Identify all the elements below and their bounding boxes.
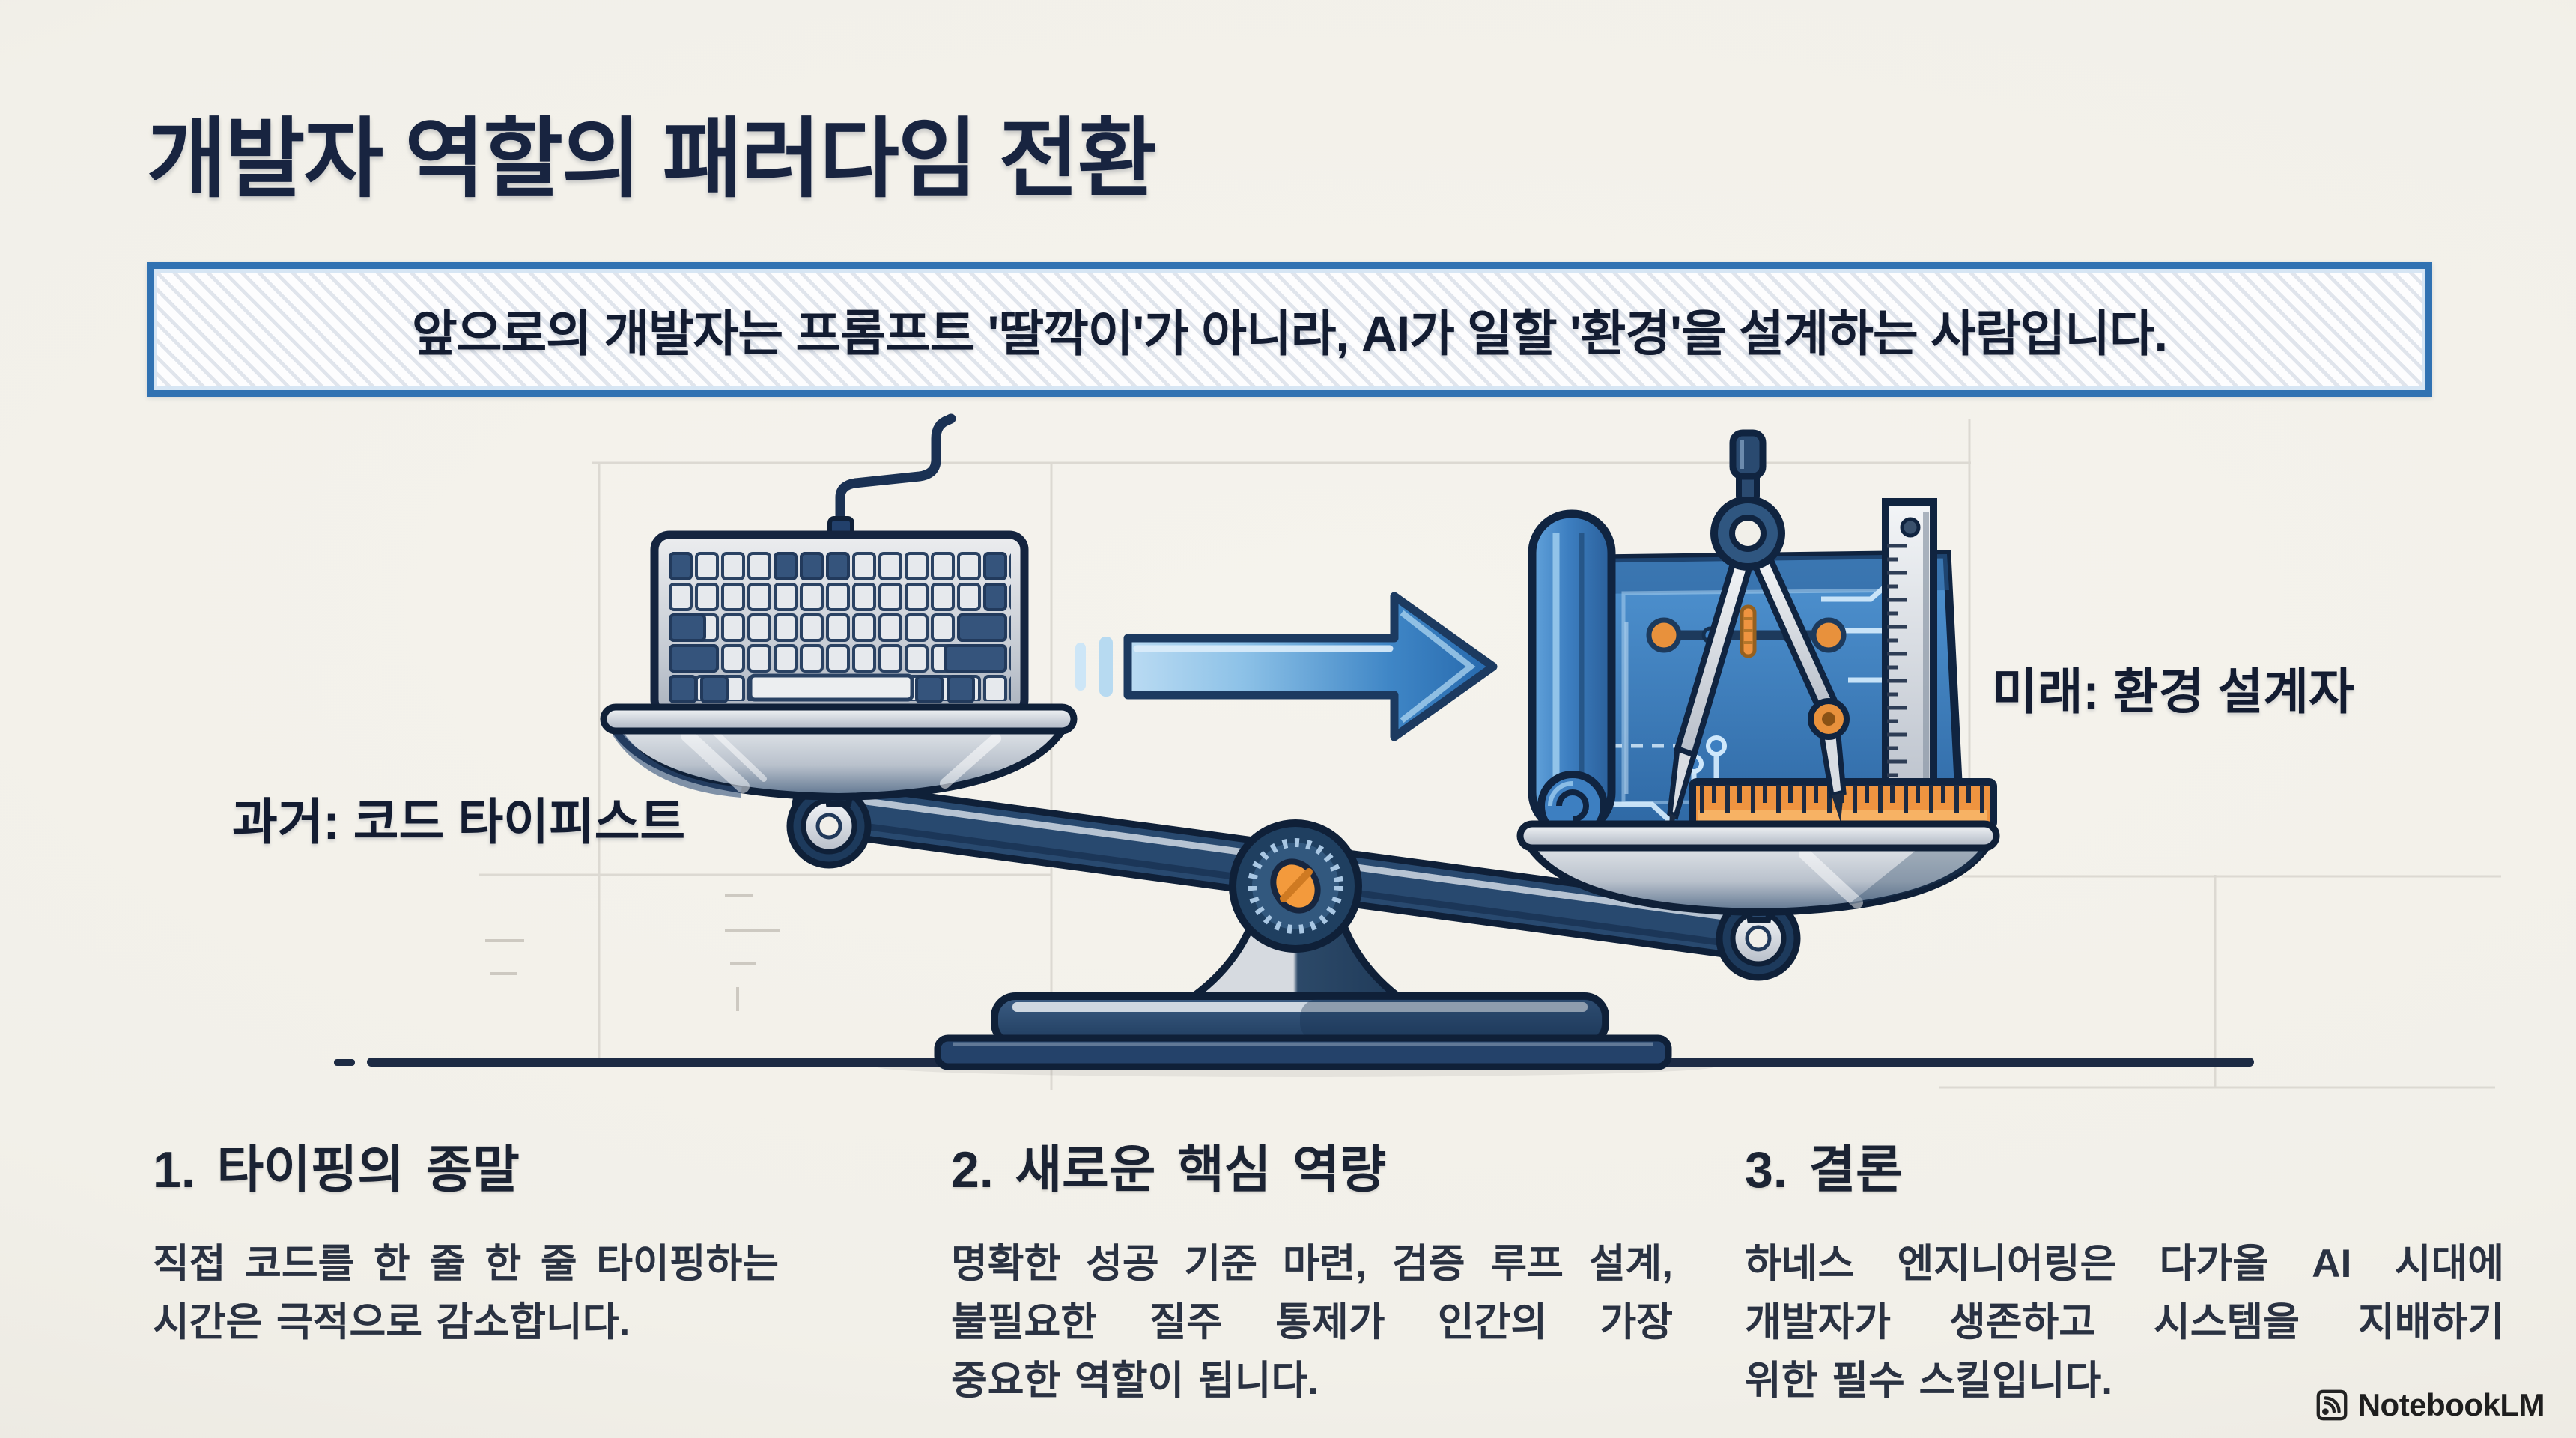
section-conclusion: 3. 결론 하네스 엔지니어링은 다가올 AI 시대에 개발자가 생존하고 시스…: [1745, 1128, 2504, 1410]
section-body-line: 불필요한 질주 통제가 인간의 가장: [951, 1299, 1673, 1344]
section-body-line: 시간은 극적으로 감소합니다.: [153, 1299, 631, 1344]
past-label: 과거: 코드 타이피스트: [232, 794, 686, 849]
spacebar-key: [748, 673, 914, 702]
section-1-heading: 1. 타이핑의 종말: [153, 1141, 520, 1198]
section-body-line: 명확한 성공 기준 마련, 검증 루프 설계,: [951, 1242, 1673, 1286]
section-typing-end: 1. 타이핑의 종말 직접 코드를 한 줄 한 줄 타이핑하는 시간은 극적으로…: [153, 1128, 779, 1352]
section-3-body: 하네스 엔지니어링은 다가올 AI 시대에 개발자가 생존하고 시스템을 지배하…: [1745, 1235, 2504, 1410]
section-body-line: 중요한 역할이 됩니다.: [951, 1358, 1319, 1403]
page-title: 개발자 역할의 패러다임 전환: [147, 110, 1157, 207]
compass-icon: [1667, 429, 1850, 840]
right-pan-rim: [1516, 820, 2000, 852]
section-new-competency: 2. 새로운 핵심 역량 명확한 성공 기준 마련, 검증 루프 설계, 불필요…: [951, 1128, 1673, 1410]
keyboard-cable: [835, 413, 956, 539]
scale-pivot: [1229, 819, 1362, 953]
section-2-body: 명확한 성공 기준 마련, 검증 루프 설계, 불필요한 질주 통제가 인간의 …: [951, 1235, 1673, 1410]
section-body-line: 직접 코드를 한 줄 한 줄 타이핑하는: [153, 1242, 779, 1286]
section-1-body: 직접 코드를 한 줄 한 줄 타이핑하는 시간은 극적으로 감소합니다.: [153, 1235, 779, 1352]
grid-lines: [479, 419, 2501, 1090]
keyboard-icon: [650, 413, 1029, 719]
notebooklm-watermark: NotebookLM: [2315, 1387, 2545, 1423]
key-message-banner: 앞으로의 개발자는 프롬프트 '딸깍이'가 아니라, AI가 일할 '환경'을 …: [147, 262, 2432, 397]
notebooklm-label: NotebookLM: [2357, 1387, 2545, 1422]
section-2-heading: 2. 새로운 핵심 역량: [951, 1141, 1387, 1198]
notebooklm-logo-icon: [2316, 1389, 2348, 1421]
section-body-line: 개발자가 생존하고 시스템을 지배하기: [1745, 1299, 2504, 1344]
key-message-text: 앞으로의 개발자는 프롬프트 '딸깍이'가 아니라, AI가 일할 '환경'을 …: [412, 306, 2168, 361]
left-pan-rim: [600, 703, 1078, 735]
section-body-line: 위한 필수 스킬입니다.: [1745, 1358, 2113, 1403]
section-3-heading: 3. 결론: [1745, 1141, 1903, 1198]
blueprint-dashes: [485, 894, 780, 1011]
right-beam-hub: [1716, 896, 1801, 981]
future-label: 미래: 환경 설계자: [1992, 664, 2354, 719]
vertical-ruler-icon: [1882, 498, 1937, 828]
section-body-line: 하네스 엔지니어링은 다가올 AI 시대에: [1745, 1242, 2504, 1286]
left-pan: [606, 723, 1072, 807]
right-arrow-icon: [1075, 592, 1498, 741]
right-pan: [1521, 840, 1996, 923]
